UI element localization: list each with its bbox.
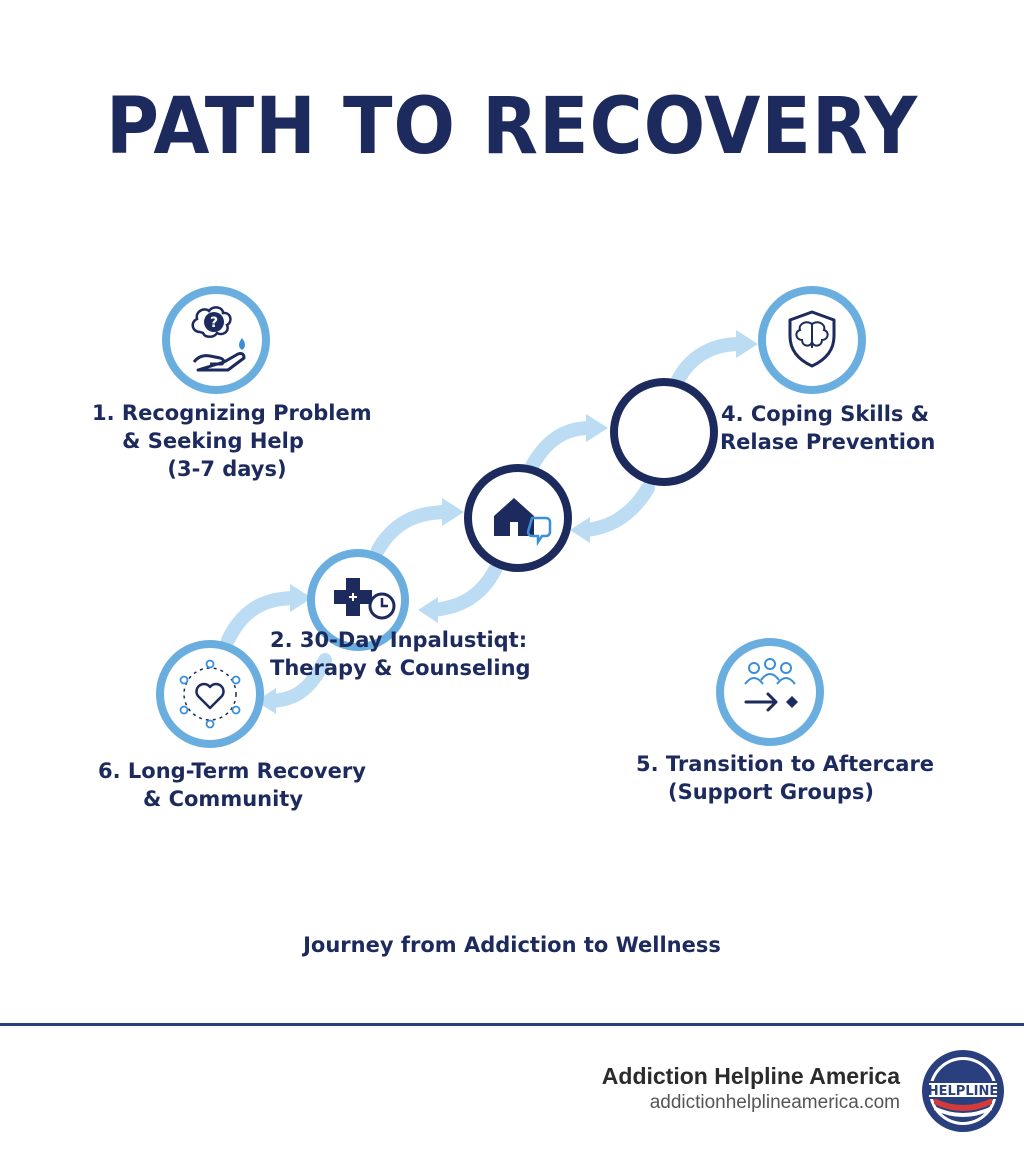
step-1-label: 1. Recognizing Problem & Seeking Help (3… — [92, 401, 372, 481]
arrow-2-to-3 — [371, 505, 455, 557]
brand-name: Addiction Helpline America — [601, 1063, 900, 1089]
arrow-4-to-3-head — [570, 517, 590, 543]
arrow-3-to-2-head — [418, 597, 438, 623]
helpline-seal-logo: HELPLINE — [922, 1050, 1004, 1132]
path-arrows — [221, 330, 758, 714]
svg-text:?: ? — [210, 315, 218, 331]
group-arrow-icon — [744, 658, 798, 712]
home-chat-icon — [494, 498, 552, 547]
step-4-label: 4. Coping Skills & Relase Prevention — [720, 402, 936, 454]
arrow-3-to-4 — [523, 421, 597, 477]
arrow-4-to-3 — [578, 481, 655, 537]
step-6-node — [156, 640, 264, 748]
step-2-label: 2. 30-Day Inpalustiqt: Therapy & Counsel… — [270, 628, 531, 680]
brand-url[interactable]: addictionhelplineamerica.com — [649, 1092, 900, 1113]
shield-brain-icon — [788, 310, 836, 368]
medical-cross-clock-icon — [334, 578, 396, 620]
brain-question-hand-icon: ? — [191, 306, 246, 372]
arrow-3-to-2 — [425, 563, 502, 617]
arrow-4-to-top-head — [736, 330, 758, 358]
brand-block: Addiction Helpline America addictionhelp… — [602, 1063, 900, 1114]
step-4-ring — [610, 378, 718, 486]
arrow-2-to-3-head — [442, 498, 464, 526]
step-2-node — [307, 549, 409, 651]
arrow-3-to-4-head — [586, 414, 608, 442]
step-3-node — [464, 464, 572, 572]
step-1-node: ? — [162, 286, 270, 394]
community-heart-icon — [179, 659, 241, 729]
seal-text: HELPLINE — [928, 1084, 998, 1099]
step-5-node — [716, 638, 824, 746]
arrow-6-to-2-head — [290, 584, 312, 612]
arrow-4-to-top — [669, 337, 747, 391]
diagram-subtitle: Journey from Addiction to Wellness — [303, 933, 721, 957]
arrow-6-to-2 — [221, 591, 303, 647]
step-4-node — [758, 286, 866, 394]
footer-divider — [0, 1023, 1024, 1026]
arrow-2-to-6-head — [256, 688, 276, 714]
page-title: PATH TO RECOVERY — [105, 82, 919, 172]
step-5-label: 5. Transition to Aftercare (Support Grou… — [636, 752, 935, 804]
step-6-label: 6. Long-Term Recovery & Community — [98, 759, 366, 811]
